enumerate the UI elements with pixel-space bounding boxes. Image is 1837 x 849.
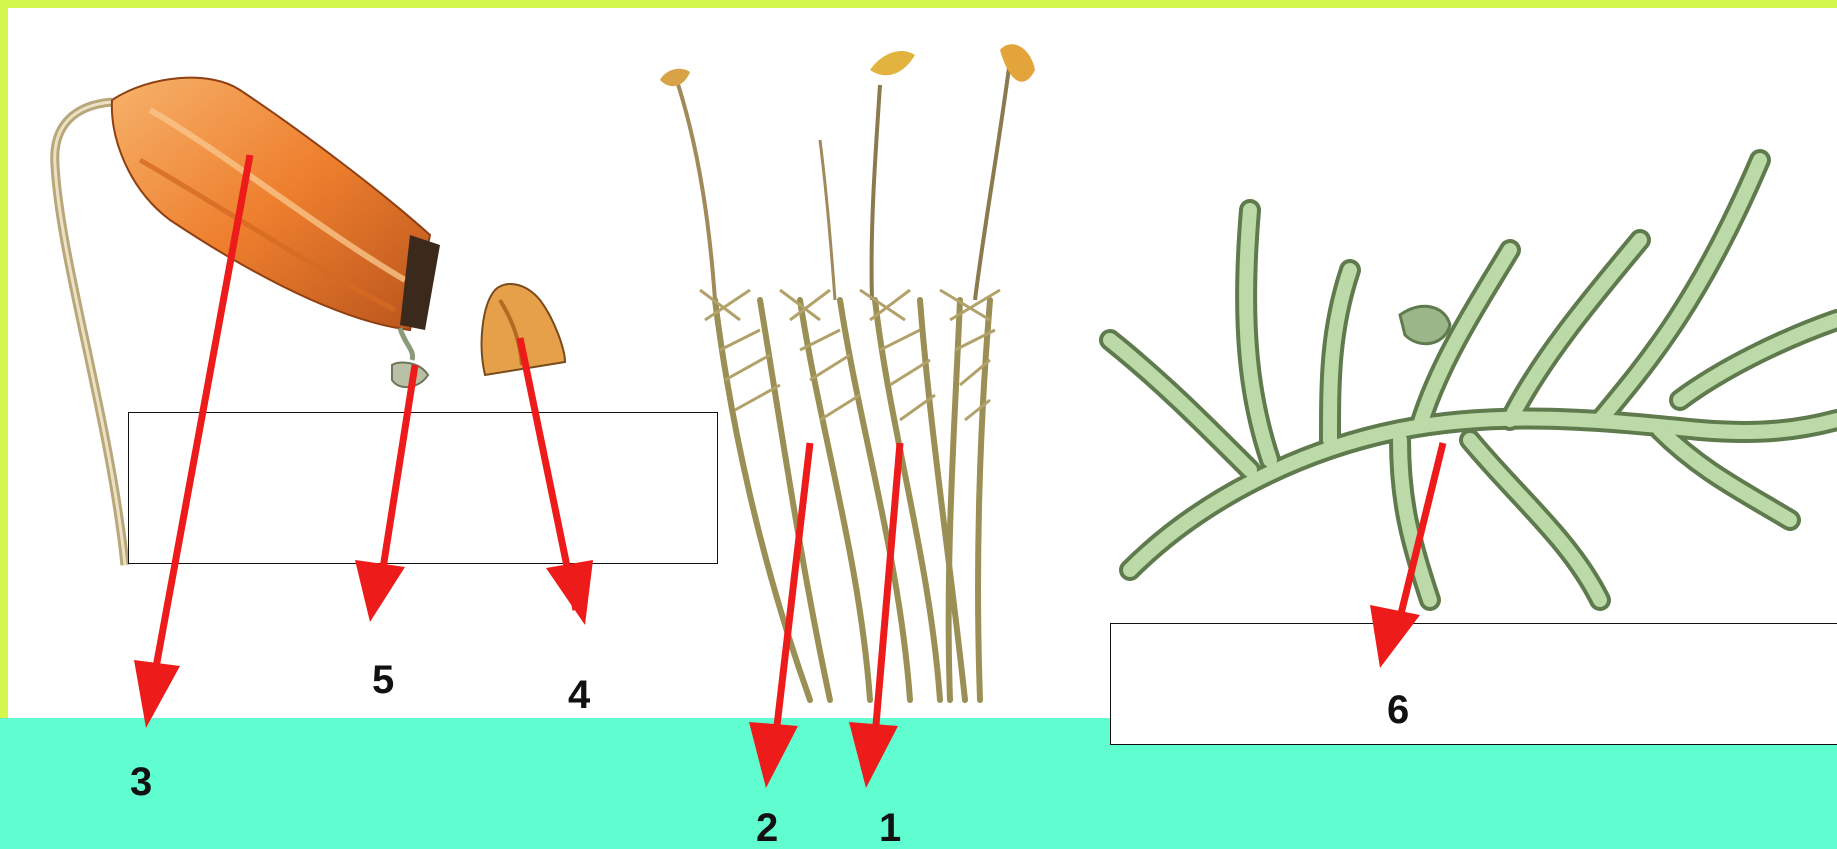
label-number-3: 3	[130, 762, 152, 802]
arrowhead-1	[849, 722, 898, 788]
arrowhead-6	[1370, 605, 1420, 668]
label-number-1: 1	[879, 808, 901, 848]
arrowhead-5	[355, 560, 405, 622]
label-number-2: 2	[756, 808, 778, 848]
arrowhead-2	[749, 722, 798, 788]
arrowhead-3	[134, 660, 180, 728]
label-number-4: 4	[568, 675, 590, 715]
arrow-6	[1397, 443, 1443, 630]
label-number-6: 6	[1387, 690, 1409, 730]
arrow-3	[150, 155, 250, 700]
arrow-1	[873, 443, 900, 760]
arrow-2	[773, 443, 810, 760]
arrowhead-4	[546, 560, 593, 625]
label-number-5: 5	[372, 660, 394, 700]
